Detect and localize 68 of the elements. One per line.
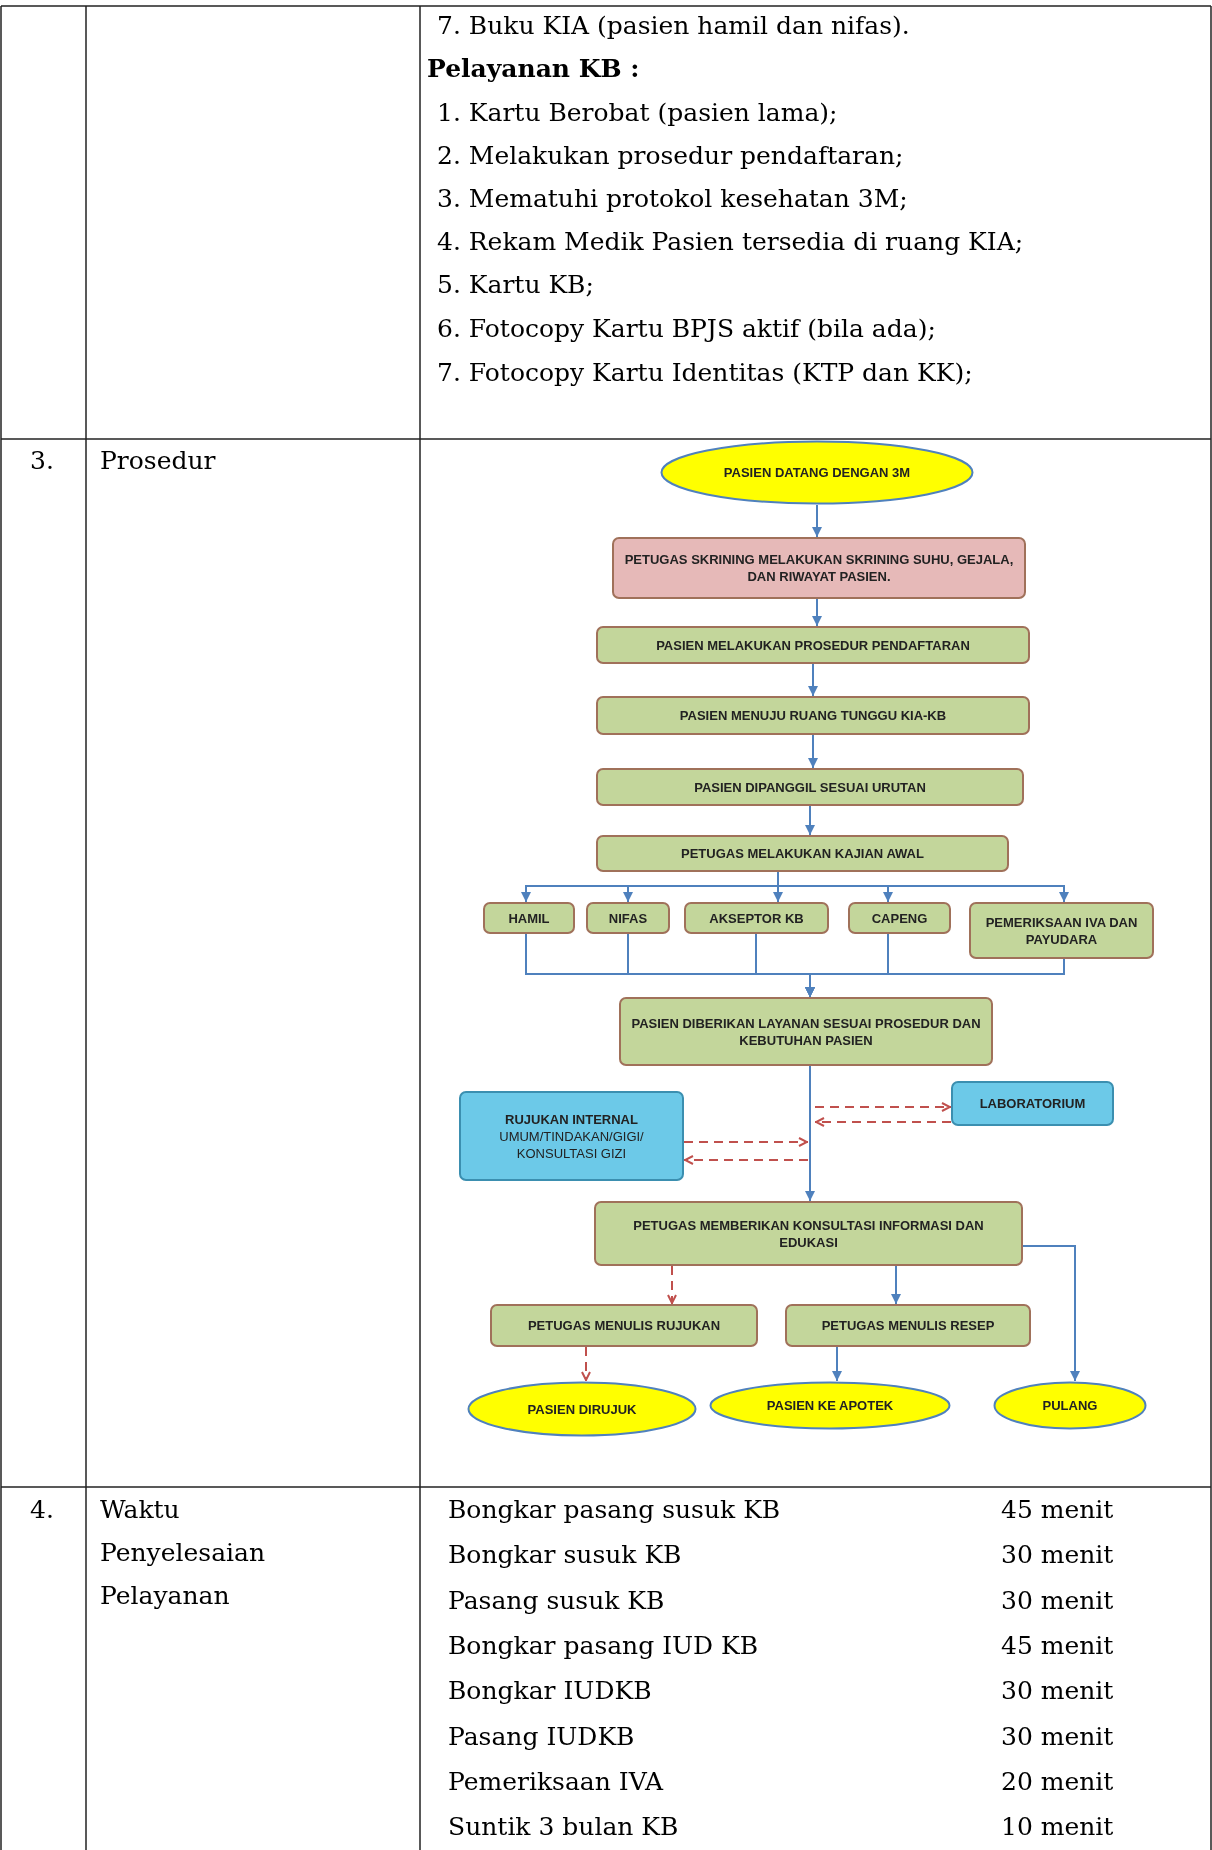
service-name: Pasang susuk KB (448, 1585, 665, 1617)
terminal-ellipse: PASIEN KE APOTEK (709, 1381, 951, 1430)
service-name: Bongkar IUDKB (448, 1675, 652, 1707)
process-box: CAPENG (848, 902, 951, 934)
row-number: 4. (30, 1494, 54, 1526)
dashed-arrow (814, 1117, 952, 1127)
list-item: 4. Rekam Medik Pasien tersedia di ruang KIA; (437, 226, 1024, 258)
section-heading: Pelayanan KB : (427, 53, 640, 85)
duration-text: 10 menit (1001, 1811, 1114, 1843)
row-title: Waktu Penyelesaian Pelayanan (100, 1494, 267, 1612)
arrow (812, 504, 822, 538)
process-box: PASIEN DIBERIKAN LAYANAN SESUAI PROSEDUR DAN KEBUTUHAN PASIEN (619, 997, 993, 1066)
duration-text: 20 menit (1001, 1766, 1114, 1798)
row-title: Prosedur (100, 445, 216, 477)
duration-text: 45 menit (1001, 1630, 1114, 1662)
arrow (812, 598, 822, 627)
arrow (832, 1346, 842, 1382)
list-item: 1. Kartu Berobat (pasien lama); (437, 97, 838, 129)
process-box: PETUGAS MENULIS RUJUKAN (490, 1304, 758, 1347)
process-box: PETUGAS MENULIS RESEP (785, 1304, 1031, 1347)
arrow (1022, 1245, 1080, 1382)
service-name: Bongkar susuk KB (448, 1539, 682, 1571)
lab-box: LABORATORIUM (951, 1081, 1114, 1126)
list-item: 6. Fotocopy Kartu BPJS aktif (bila ada); (437, 313, 936, 345)
box-heading: RUJUKAN INTERNAL (505, 1110, 638, 1128)
process-box: AKSEPTOR KB (684, 902, 829, 934)
service-name: Pasang IUDKB (448, 1721, 635, 1753)
list-item: 5. Kartu KB; (437, 269, 594, 301)
arrow (808, 734, 818, 769)
box-text: UMUM/TINDAKAN/GIGI/ KONSULTASI GIZI (498, 1127, 645, 1162)
process-box: PETUGAS SKRINING MELAKUKAN SKRINING SUHU, GEJALA, DAN RIWAYAT PASIEN. (612, 537, 1026, 599)
terminal-ellipse: PULANG (993, 1381, 1147, 1430)
arrow (805, 958, 1065, 998)
referral-box (459, 1091, 684, 1181)
service-name: Bongkar pasang IUD KB (448, 1630, 759, 1662)
terminal-ellipse: PASIEN DATANG DENGAN 3M (660, 440, 974, 505)
arrow (805, 1065, 815, 1202)
arrow (777, 871, 1069, 903)
service-name: Suntik 3 bulan KB (448, 1811, 679, 1843)
terminal-ellipse: PASIEN DIRUJUK (467, 1381, 697, 1437)
dashed-arrow (683, 1137, 809, 1147)
process-box: PETUGAS MEMBERIKAN KONSULTASI INFORMASI DAN EDUKASI (594, 1201, 1023, 1266)
process-box: PETUGAS MELAKUKAN KAJIAN AWAL (596, 835, 1009, 872)
process-box: PASIEN DIPANGGIL SESUAI URUTAN (596, 768, 1024, 806)
list-item: 7. Fotocopy Kartu Identitas (KTP dan KK); (437, 357, 973, 389)
arrow (805, 805, 815, 836)
row-number: 3. (30, 445, 54, 477)
arrow (891, 1265, 901, 1305)
duration-text: 45 menit (1001, 1494, 1114, 1526)
dashed-arrow (581, 1346, 591, 1382)
service-name: Bongkar pasang susuk KB (448, 1494, 781, 1526)
arrow (808, 663, 818, 697)
duration-text: 30 menit (1001, 1675, 1114, 1707)
list-item: 7. Buku KIA (pasien hamil dan nifas). (437, 10, 910, 42)
process-box: NIFAS (586, 902, 670, 934)
process-box: PASIEN MELAKUKAN PROSEDUR PENDAFTARAN (596, 626, 1030, 664)
dashed-arrow (667, 1265, 677, 1305)
duration-text: 30 menit (1001, 1585, 1114, 1617)
dashed-arrow (814, 1102, 952, 1112)
process-box: PEMERIKSAAN IVA DAN PAYUDARA (969, 902, 1154, 959)
dashed-arrow (683, 1155, 809, 1165)
process-box: HAMIL (483, 902, 575, 934)
duration-text: 30 menit (1001, 1539, 1114, 1571)
service-name: Pemeriksaan IVA (448, 1766, 664, 1798)
process-box: PASIEN MENUJU RUANG TUNGGU KIA-KB (596, 696, 1030, 735)
duration-text: 30 menit (1001, 1721, 1114, 1753)
list-item: 2. Melakukan prosedur pendaftaran; (437, 140, 904, 172)
list-item: 3. Mematuhi protokol kesehatan 3M; (437, 183, 908, 215)
